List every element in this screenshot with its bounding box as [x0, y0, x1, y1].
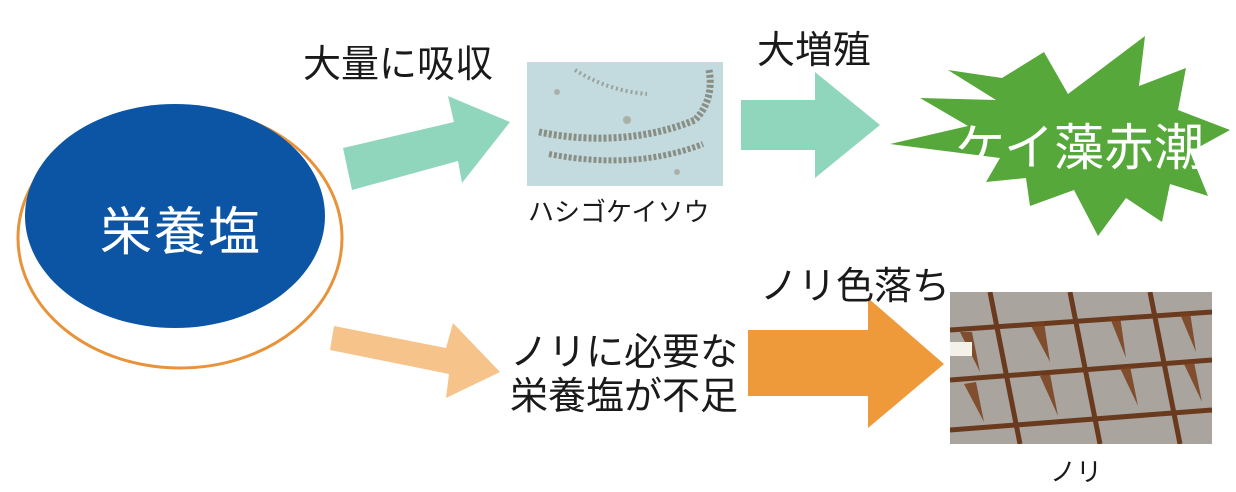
diatom-caption: ハシゴケイソウ	[528, 198, 710, 228]
red-tide-label: ケイ藻赤潮	[955, 119, 1204, 177]
shortage-text-line1: ノリに必要な	[510, 330, 739, 374]
discolor-label: ノリ色落ち	[760, 264, 951, 308]
absorb-arrow	[343, 96, 510, 190]
absorb-label: 大量に吸収	[303, 42, 494, 86]
diatom-microscope-icon	[527, 62, 723, 186]
bloom-label: 大増殖	[757, 28, 872, 72]
nori-photo	[950, 292, 1212, 444]
nori-net-icon	[950, 292, 1212, 444]
diatom-photo	[527, 62, 723, 186]
shortage-text-line2: 栄養塩が不足	[510, 374, 739, 418]
nutrient-label: 栄養塩	[100, 203, 263, 263]
nutrient-node	[25, 104, 325, 328]
discolor-arrow	[748, 298, 944, 428]
nori-caption: ノリ	[1050, 458, 1103, 488]
bloom-arrow	[741, 72, 880, 178]
red-tide-burst	[890, 36, 1230, 236]
shortage-arrow	[330, 323, 500, 398]
